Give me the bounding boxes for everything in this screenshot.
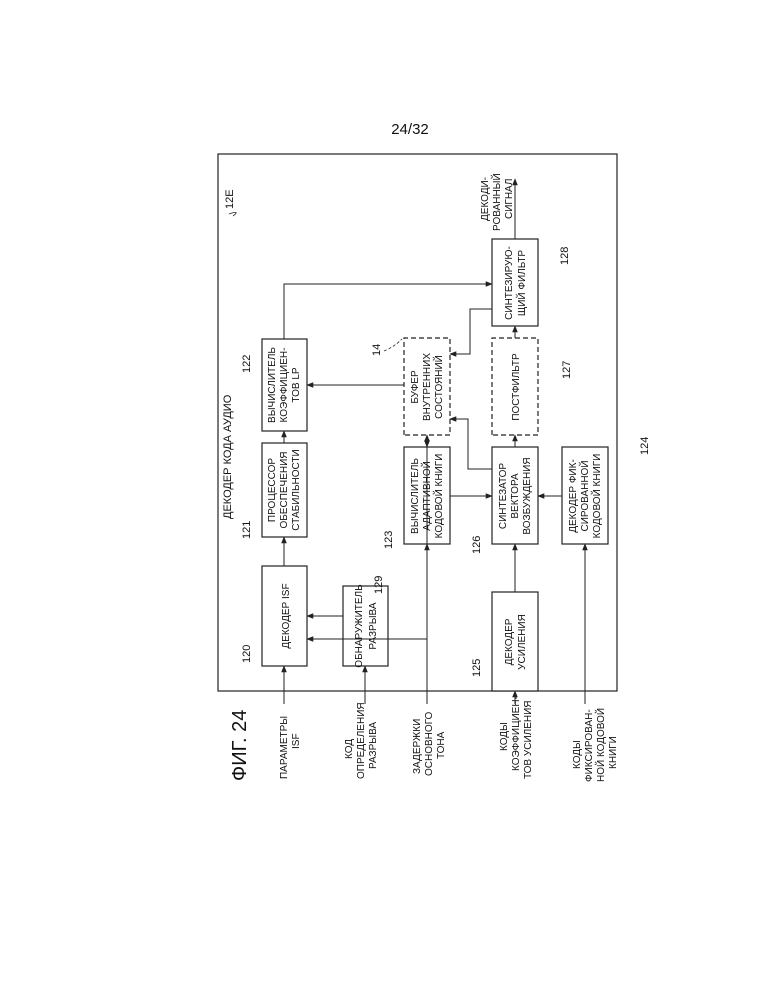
input-label-line: КОДЫ [572,740,583,769]
arrow-126-buffer [450,419,492,469]
output-label: ДЕКОДИ- РОВАННЫЙ СИГНАЛ [480,173,515,231]
block-line: СИНТЕЗАТОР [498,463,509,530]
block-line: УСИЛЕНИЯ [517,614,528,670]
input-label-line: НОЙ КОДОВОЙ [594,708,607,782]
input-label-line: КОД [344,739,355,759]
input-label-line: ТОНА [436,731,447,759]
input-label-line: ОСНОВНОГО [424,711,435,776]
block-line: БУФЕР [410,370,421,404]
block-lp-calculator: ВЫЧИСЛИТЕЛЬ КОЭФФИЦИЕН- ТОВ LP 122 [241,339,307,431]
block-fixed-codebook: ДЕКОДЕР ФИК- СИРОВАННОЙ КОДОВОЙ КНИГИ 12… [562,437,651,544]
block-gain-decoder: ДЕКОДЕР УСИЛЕНИЯ 125 [471,592,538,691]
input-label-line: ТОВ УСИЛЕНИЯ [523,700,534,779]
block-ref: 129 [373,576,385,594]
input-gain-codes: КОДЫ КОЭФФИЦИЕН- ТОВ УСИЛЕНИЯ [499,696,534,779]
input-label-line: ЗАДЕРЖКИ [412,719,423,774]
input-label-line: ФИКСИРОВАН- [584,709,595,782]
block-synthesis-filter: СИНТЕЗИРУЮ- ЩИЙ ФИЛЬТР 128 [492,239,571,326]
figure-label: ФИГ. 24 [229,710,251,781]
rotated-figure: ФИГ. 24 ДЕКОДЕР КОДА АУДИО 12E ПАРАМЕТРЫ… [218,154,651,782]
input-pitch-lag: ЗАДЕРЖКИ ОСНОВНОГО ТОНА [412,711,447,776]
block-stability-processor: ПРОЦЕССОР ОБЕСПЕЧЕНИЯ СТАБИЛЬНОСТИ 121 [241,443,307,539]
block-frame [492,239,538,326]
output-label-line: РОВАННЫЙ [490,173,503,231]
block-adaptive-codebook: ВЫЧИСЛИТЕЛЬ АДАПТИВНОЙ КОДОВОЙ КНИГИ 123 [383,447,450,549]
block-line: ВЕКТОРА [510,473,521,519]
input-label-line: КОЭФФИЦИЕН- [511,696,522,771]
block-line: СОСТОЯНИЙ [432,355,445,419]
block-ref: 124 [639,437,651,455]
block-line: ПОСТФИЛЬТР [511,353,522,421]
decoder-title: ДЕКОДЕР КОДА АУДИО [222,394,234,519]
block-isf-decoder: ДЕКОДЕР ISF 120 [241,566,307,666]
block-line: ВНУТРЕННИХ [422,353,433,421]
block-line: ЩИЙ ФИЛЬТР [515,250,528,317]
block-line: ОБНАРУЖИТЕЛЬ [354,584,365,668]
block-excitation-synth: СИНТЕЗАТОР ВЕКТОРА ВОЗБУЖДЕНИЯ 126 [471,447,538,554]
block-ref: 127 [561,361,573,379]
block-line: ДЕКОДЕР ISF [281,583,292,648]
block-line: ДЕКОДЕР [504,618,515,665]
block-ref: 120 [241,645,253,663]
block-line: ВОЗБУЖДЕНИЯ [522,457,533,534]
block-line: ОБЕСПЕЧЕНИЯ [279,451,290,528]
block-line: ВЫЧИСЛИТЕЛЬ [267,347,278,423]
block-line: ПРОЦЕССОР [267,458,278,522]
output-label-line: ДЕКОДИ- [480,177,491,221]
block-line: СИНТЕЗИРУЮ- [504,246,515,320]
arrow-122-128 [284,284,492,339]
connections [284,179,585,704]
block-frame [343,586,388,666]
input-label-line: КОДЫ [499,722,510,751]
input-label-line: КНИГИ [608,736,619,769]
block-line: КОДОВОЙ КНИГИ [590,454,603,539]
input-loss-code: КОД ОПРЕДЕЛЕНИЯ РАЗРЫВА [344,702,379,779]
decoder-ref-leader [229,212,236,216]
block-ref: 126 [471,536,483,554]
block-line: КОЭФФИЦИЕН- [279,348,290,423]
input-label-line: ISF [291,733,302,749]
block-ref: 123 [383,531,395,549]
block-loss-detector: ОБНАРУЖИТЕЛЬ РАЗРЫВА 129 [343,576,388,668]
block-ref: 121 [241,521,253,539]
input-label-line: ОПРЕДЕЛЕНИЯ [356,702,367,779]
block-frame [492,592,538,691]
output-label-line: СИГНАЛ [504,179,515,220]
block-line: ТОВ LP [291,367,302,402]
input-label-line: ПАРАМЕТРЫ [279,716,290,779]
block-line: РАЗРЫВА [368,602,379,649]
page-number: 24/32 [391,121,429,138]
block-state-buffer: БУФЕР ВНУТРЕННИХ СОСТОЯНИЙ 14 [371,338,450,435]
block-line: ДЕКОДЕР ФИК- [568,459,579,533]
block-ref: 128 [559,247,571,265]
arrow-128-buffer [450,309,492,354]
block-ref-leader [384,339,402,351]
decoder-ref: 12E [224,189,236,209]
block-ref: 122 [241,355,253,373]
block-ref: 14 [371,344,383,356]
block-line: КОДОВОЙ КНИГИ [432,454,445,539]
block-line: СТАБИЛЬНОСТИ [291,449,302,530]
input-isf-params: ПАРАМЕТРЫ ISF [279,716,302,779]
block-ref: 125 [471,659,483,677]
input-label-line: РАЗРЫВА [368,722,379,769]
input-fixed-codes: КОДЫ ФИКСИРОВАН- НОЙ КОДОВОЙ КНИГИ [572,708,619,782]
block-line: СИРОВАННОЙ [578,460,591,531]
block-postfilter: ПОСТФИЛЬТР 127 [492,338,573,435]
block-line: ВЫЧИСЛИТЕЛЬ [410,458,421,534]
